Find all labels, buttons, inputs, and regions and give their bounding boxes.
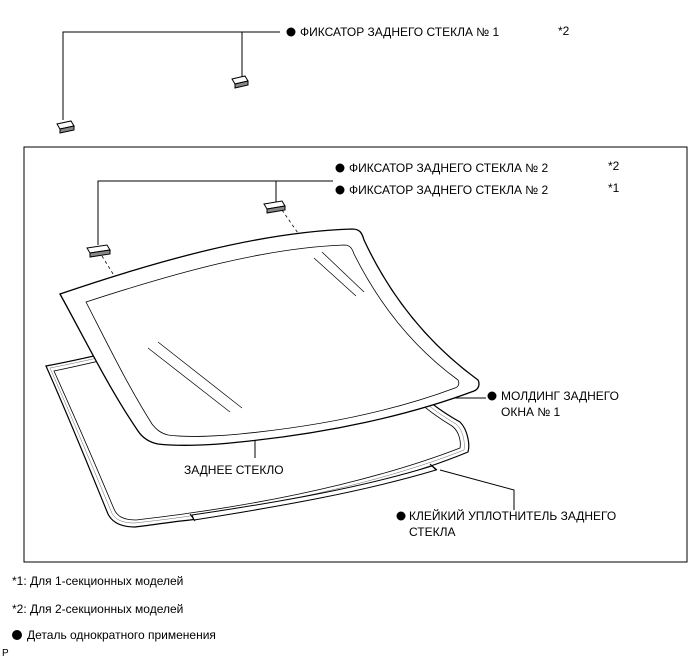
adhesive-label-line2: СТЕКЛА [409,525,455,539]
adhesive-dam [189,463,438,522]
adhesive-bullet [396,511,406,521]
reference-code: P [2,648,9,659]
glass-label: ЗАДНЕЕ СТЕКЛО [184,463,284,477]
molding-label-line1: МОЛДИНГ ЗАДНЕГО [501,389,619,403]
adhesive-label-line1: КЛЕЙКИЙ УПЛОТНИТЕЛЬ ЗАДНЕГО [409,508,616,523]
clip2-b-label: ФИКСАТОР ЗАДНЕГО СТЕКЛА № 2 [349,183,548,197]
clip2-a-bullet [335,163,345,173]
glass-reflection-lines [147,251,365,413]
clip1-leader-lines [62,31,280,120]
clip2-b-bullet [335,185,345,195]
footnote-2: *2: Для 2-секционных моделей [12,602,184,616]
diagram-frame [23,146,688,563]
clip1-label: ФИКСАТОР ЗАДНЕГО СТЕКЛА № 1 [300,25,499,39]
clip2-a-note: *2 [608,159,620,173]
clip1-bullet [286,27,296,37]
clip1-part-right [231,75,249,89]
one-time-use-bullet-icon [12,630,22,640]
molding-label-line2: ОКНА № 1 [501,405,561,419]
clip1-part-left [56,120,75,134]
clip2-a-label: ФИКСАТОР ЗАДНЕГО СТЕКЛА № 2 [349,161,548,175]
clip2-part-left [86,244,111,258]
clip2-b-note: *1 [608,181,620,195]
footnote-3: Деталь однократного применения [12,628,216,642]
adhesive-leader [439,469,515,510]
clip2-part-right [263,200,286,214]
molding-bullet [487,391,497,401]
footnote-3-text: Деталь однократного применения [27,628,216,642]
clip1-note: *2 [558,24,570,38]
clip2-leader-lines [97,180,333,245]
rear-glass [59,228,480,446]
footnote-1: *1: Для 1-секционных моделей [12,574,184,588]
